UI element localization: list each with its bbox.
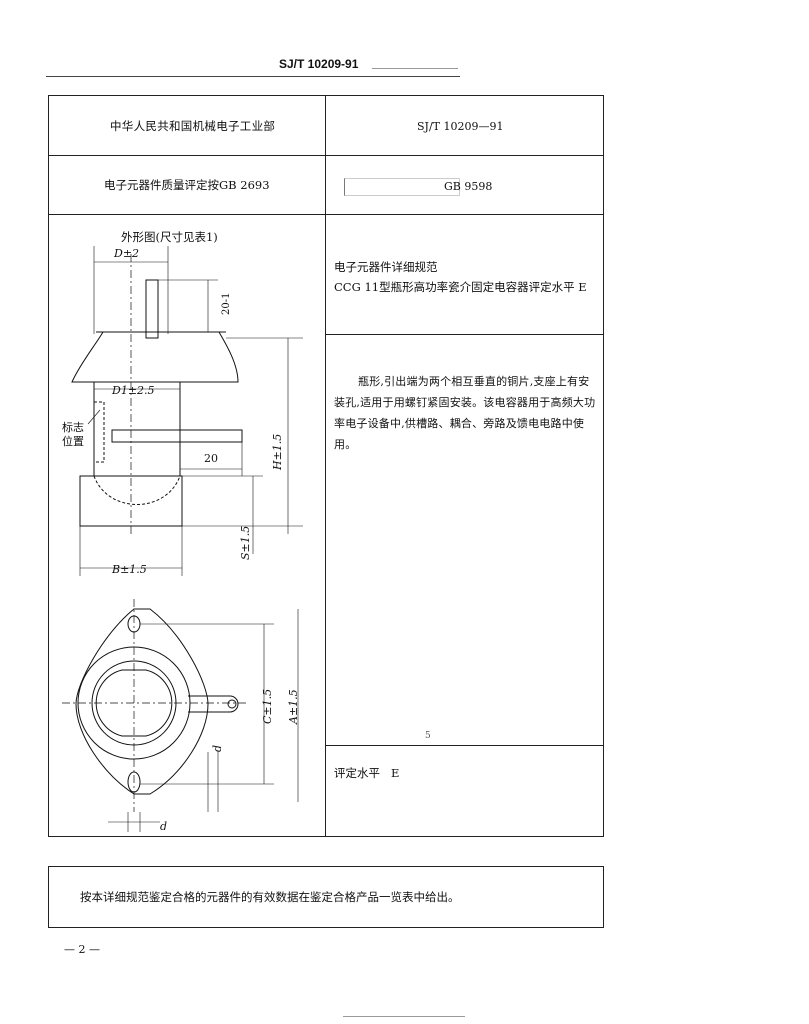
marking-position-label-2: 位置 — [62, 435, 84, 448]
footer-note: 按本详细规范鉴定合格的元器件的有效数据在鉴定合格产品一览表中给出。 — [80, 890, 460, 904]
drawing-caption: 外形图(尺寸见表1) — [121, 230, 218, 244]
dim-label-s: S±1.5 — [239, 525, 252, 560]
table-row-divider-1 — [48, 155, 604, 156]
product-description: 瓶形,引出端为两个相互垂直的铜片,支座上有安装孔,适用于用螺钉紧固安装。该电容器… — [334, 375, 596, 451]
spec-title-line1: 电子元器件详细规范 — [334, 260, 438, 274]
dim-label-20-1: 20-1 — [221, 292, 232, 315]
standard-number: SJ/T 10209—91 — [417, 120, 504, 133]
dim-label-d-bottom: d — [160, 820, 168, 833]
spec-table — [48, 95, 604, 837]
dim-label-a: A±1.5 — [287, 689, 300, 724]
header-rule — [46, 76, 460, 77]
dim-label-h: H±1.5 — [271, 433, 284, 470]
dim-label-c: C±1.5 — [261, 688, 274, 724]
tab-lug — [188, 695, 239, 713]
header-rule-short — [372, 68, 458, 69]
terminal-slot — [95, 669, 173, 737]
running-header-code: SJ/T 10209-91 — [279, 57, 359, 71]
table-row-divider-4 — [325, 745, 604, 746]
dim-label-b: B±1.5 — [112, 563, 147, 576]
ministry-name: 中华人民共和国机械电子工业部 — [110, 119, 276, 133]
dim-label-d-small: d — [211, 744, 224, 752]
page-number: — 2 — — [64, 943, 100, 956]
capacitor-base — [79, 475, 183, 527]
bottom-artifact-line — [343, 1016, 465, 1017]
side-terminal — [111, 429, 243, 443]
spec-title-line2: CCG 11型瓶形高功率瓷介固定电容器评定水平 E — [334, 280, 587, 294]
top-terminal — [145, 279, 159, 339]
dim-label-d: D±2 — [114, 247, 140, 260]
table-column-divider — [325, 95, 326, 837]
assessment-level: 评定水平 E — [334, 766, 400, 780]
dim-label-20: 20 — [204, 452, 218, 465]
marking-position-label-1: 标志 — [62, 421, 84, 434]
table-row-divider-2 — [48, 214, 604, 215]
footer-note-box — [48, 866, 604, 928]
stray-mark: 5 — [425, 731, 431, 741]
gb-number-box — [344, 178, 460, 196]
outline-drawing — [62, 246, 303, 832]
table-row-divider-3 — [325, 334, 604, 335]
capacitor-cap — [71, 331, 239, 383]
gb-number: GB 9598 — [444, 180, 493, 193]
dim-label-d1: D1±2.5 — [112, 384, 155, 397]
quality-assessment-basis: 电子元器件质量评定按GB 2693 — [104, 178, 270, 192]
